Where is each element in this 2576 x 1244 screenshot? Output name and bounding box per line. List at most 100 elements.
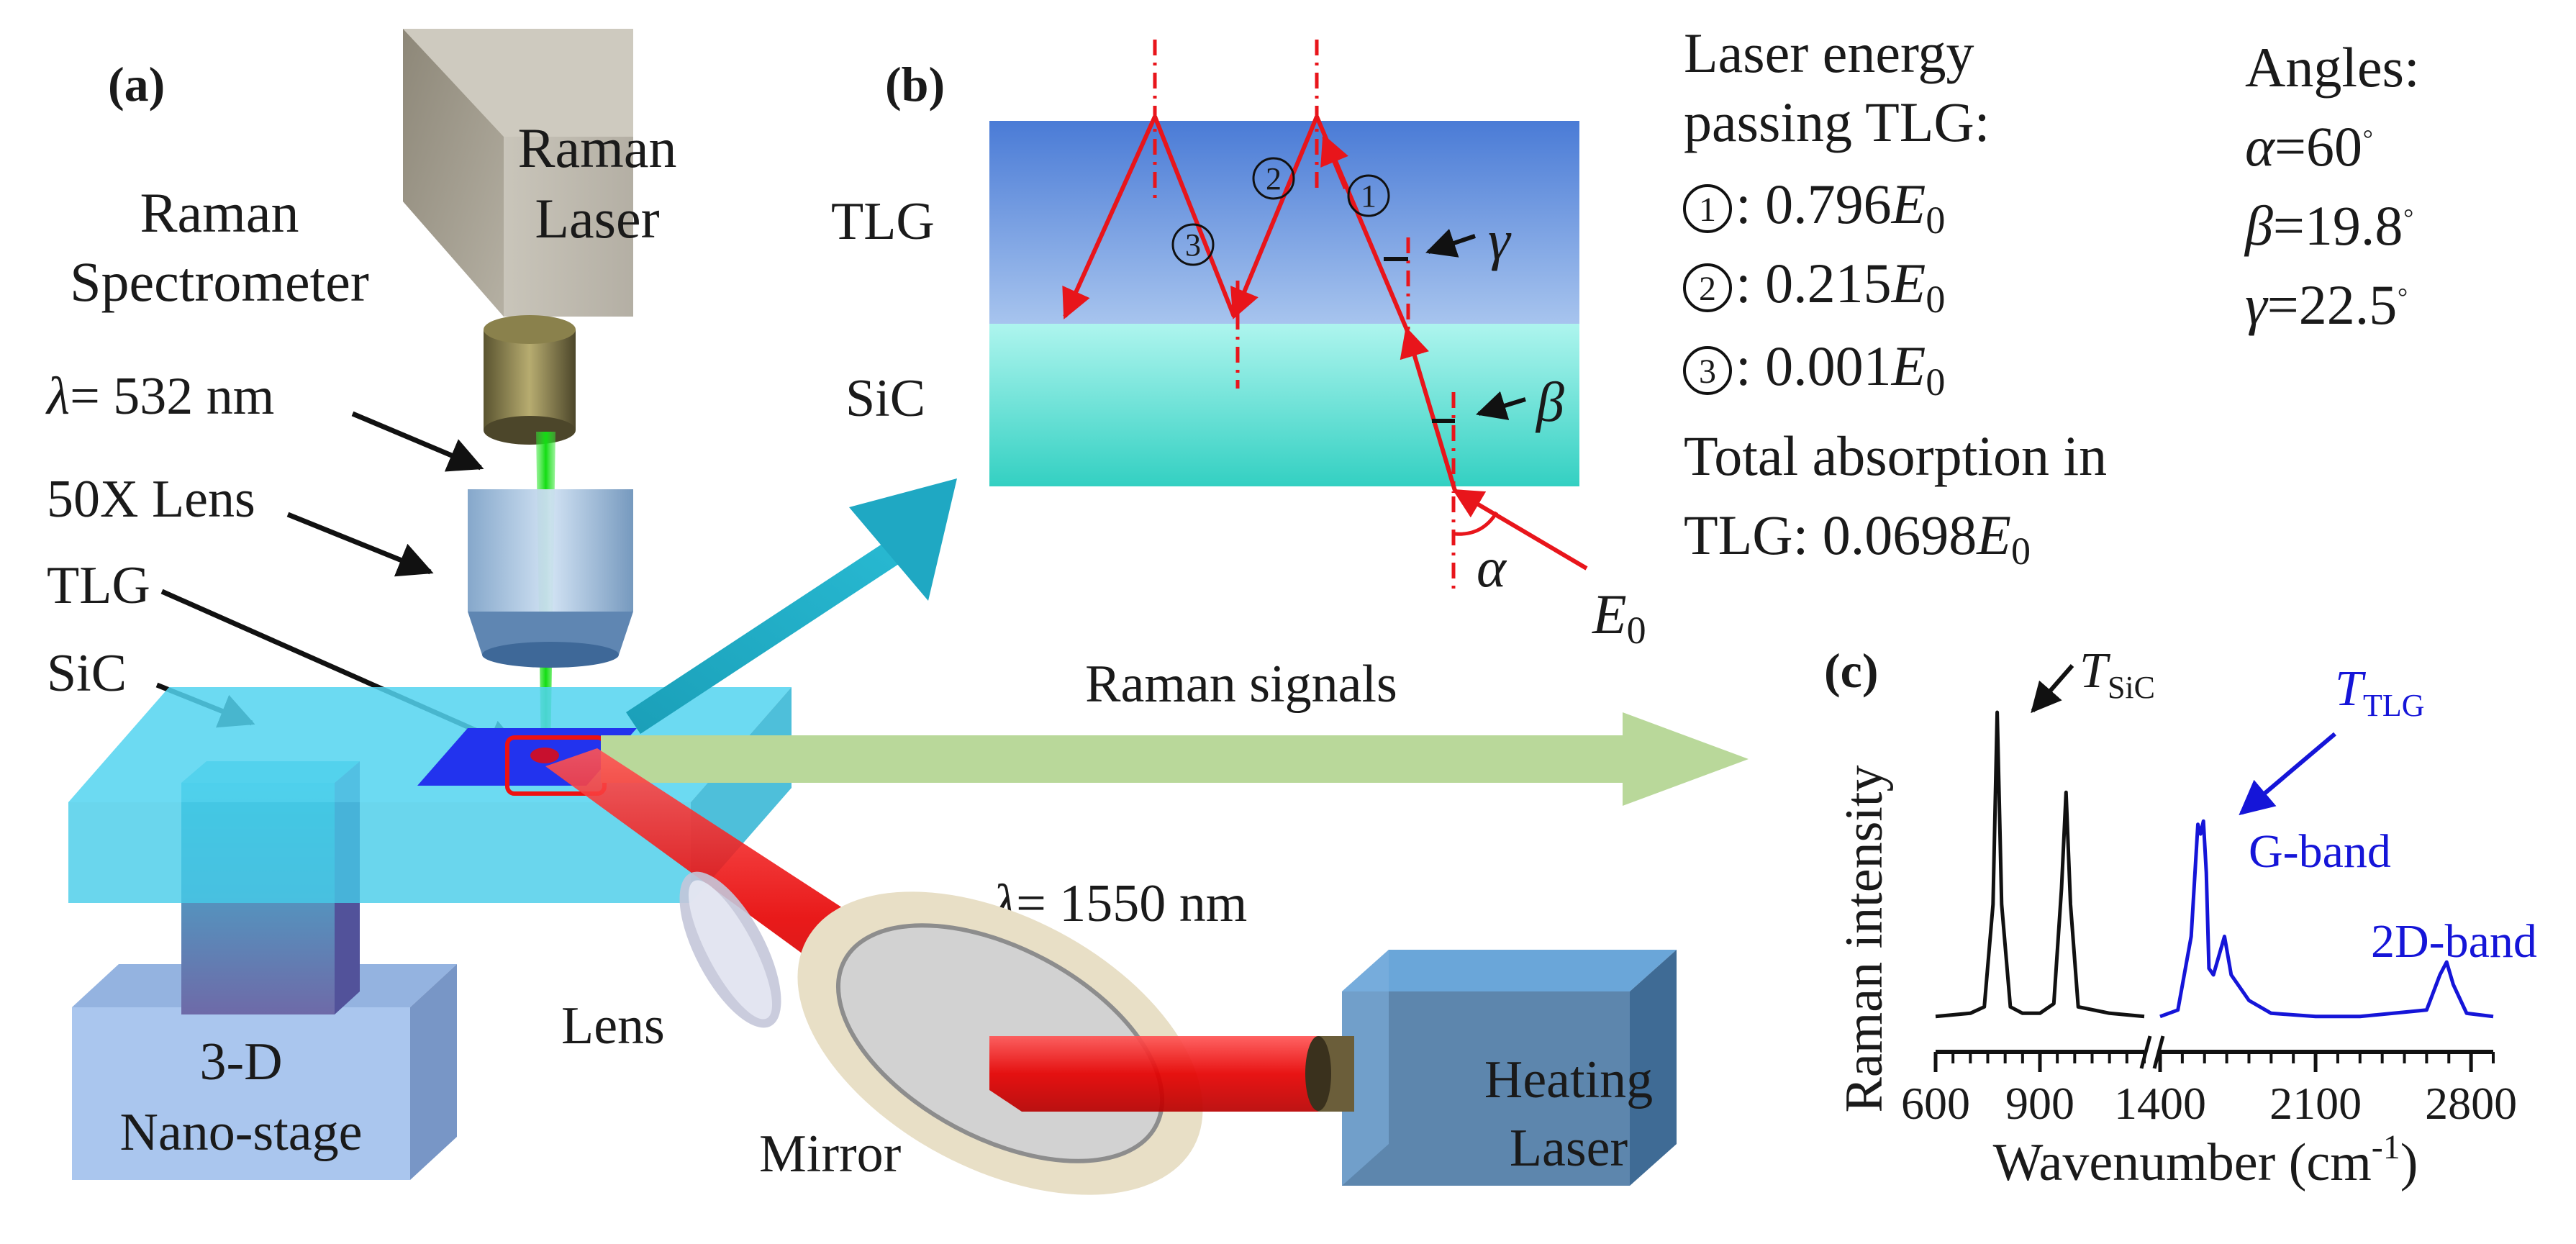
nano-stage-label-1: 3-D — [199, 1032, 282, 1091]
heating-beam-2 — [989, 1036, 1338, 1112]
g-band-label: G-band — [2249, 825, 2391, 878]
heating-laser-aperture — [1305, 1036, 1354, 1112]
raman-laser-label-1: Raman — [518, 117, 677, 179]
lens-50x — [468, 489, 633, 668]
energy-row-1-text: : 0.796E0 — [1736, 173, 1945, 242]
t-tlg-pointer — [2239, 732, 2336, 816]
tlg-layer-label: TLG — [831, 192, 935, 251]
x-tick-label: 2100 — [2269, 1078, 2362, 1129]
ray-sic — [1400, 326, 1457, 491]
lambda-532-value: = 532 nm — [70, 367, 274, 426]
t-sic-pointer — [2031, 664, 2074, 714]
raman-laser-label-2: Laser — [535, 187, 659, 250]
heating-laser-box — [1342, 950, 1677, 1186]
absorption-e: E — [1976, 504, 2011, 566]
x-tick-label: 1400 — [2114, 1078, 2206, 1129]
nano-stage-base — [72, 964, 457, 1180]
raman-spectrometer-label-2: Spectrometer — [70, 250, 369, 313]
ray-1-arrow — [1320, 134, 1348, 190]
t-sic-letter: T — [2080, 643, 2111, 699]
focusing-lens — [679, 871, 781, 1028]
x-axis — [1936, 1035, 2493, 1069]
e0-sub: 0 — [1627, 609, 1646, 652]
e0-letter: E — [1592, 583, 1627, 645]
panel-c: (c) Raman intensity 600 900 1400 2100 2800 W… — [1824, 643, 2537, 1192]
gamma-pointer — [1425, 228, 1476, 258]
e0-label: E0 — [1592, 583, 1646, 652]
2d-band-label: 2D-band — [2371, 915, 2537, 968]
raman-laser-box — [403, 29, 633, 317]
chart-series — [1935, 710, 2494, 1019]
panel-c-label: (c) — [1824, 643, 1878, 698]
angle-alpha: α=60◦ — [2245, 115, 2374, 178]
inset-arrow — [626, 478, 957, 734]
focus-spot — [530, 748, 559, 763]
energy-row-1-number: 1 — [1699, 191, 1716, 229]
lens-50x-label: 50X Lens — [47, 470, 255, 529]
angles-title: Angles: — [2245, 36, 2420, 99]
gamma-label: γ — [1488, 209, 1512, 271]
absorption-sub: 0 — [2011, 530, 2031, 573]
energy-row-1: 1 : 0.796E0 — [1683, 173, 1945, 242]
ray-2 — [1230, 115, 1319, 319]
x-axis-label-close: ) — [2400, 1133, 2418, 1192]
sic-layer-label: SiC — [845, 369, 925, 428]
raman-signals-label: Raman signals — [1085, 655, 1397, 714]
lens-50x-pointer — [286, 512, 434, 577]
raman-spectrometer-label-1: Raman — [140, 181, 299, 244]
beta-label: β — [1535, 371, 1564, 433]
x-axis-tick-labels: 600 900 1400 2100 2800 — [1901, 1052, 2517, 1129]
absorption-line-1: Total absorption in — [1684, 424, 2107, 487]
t-tlg-letter: T — [2335, 661, 2367, 717]
alpha-angle-arc — [1454, 511, 1499, 536]
angles-info: Angles: α=60◦ β=19.8◦ γ=22.5◦ — [2244, 36, 2420, 336]
ray-label-1: 1 — [1361, 178, 1377, 214]
series-line-sic — [1935, 710, 2145, 1019]
heating-laser-label-1: Heating — [1484, 1050, 1653, 1109]
alpha-label: α — [1477, 536, 1507, 599]
absorption-prefix: TLG: 0.0698 — [1684, 504, 1977, 566]
y-axis-label: Raman intensity — [1835, 766, 1894, 1113]
lambda-1550-value: = 1550 nm — [1016, 874, 1247, 933]
x-tick-label: 600 — [1901, 1078, 1970, 1129]
t-tlg-sub: TLG — [2363, 688, 2425, 723]
beta-pointer — [1475, 391, 1526, 420]
lens-label: Lens — [561, 996, 665, 1055]
ray-label-2: 2 — [1266, 161, 1282, 196]
absorption-line-2: TLG: 0.0698E0 — [1684, 504, 2031, 573]
x-tick-label: 2800 — [2425, 1078, 2517, 1129]
series-line-tlg — [2159, 819, 2494, 1019]
mirror-label: Mirror — [759, 1125, 901, 1184]
ray-3-down — [1062, 115, 1157, 319]
objective-housing — [484, 315, 576, 445]
heating-laser-label-2: Laser — [1510, 1119, 1628, 1178]
energy-row-3: 3 : 0.001E0 — [1683, 335, 1945, 404]
energy-info: Laser energy passing TLG: 1 : 0.796E0 2 … — [1683, 22, 2107, 573]
energy-row-3-number: 3 — [1699, 353, 1716, 391]
ray-3-up — [1153, 115, 1236, 318]
t-sic-label: TSiC — [2080, 643, 2155, 705]
sic-layer — [989, 324, 1579, 486]
panel-a-label: (a) — [108, 57, 165, 112]
lambda-532-label: λ= 532 nm — [45, 367, 274, 426]
energy-title-2: passing TLG: — [1684, 91, 1990, 153]
raman-signals-arrow — [601, 712, 1749, 806]
sic-label: SiC — [47, 644, 127, 703]
x-tick-label: 900 — [2005, 1078, 2074, 1129]
ray-label-3: 3 — [1185, 227, 1201, 263]
angle-beta: β=19.8◦ — [2244, 194, 2414, 257]
energy-title-1: Laser energy — [1684, 22, 1974, 84]
energy-row-2-text: : 0.215E0 — [1736, 252, 1945, 321]
energy-row-2: 2 : 0.215E0 — [1683, 252, 1945, 321]
sic-slab — [68, 687, 792, 903]
tlg-label: TLG — [47, 556, 150, 615]
energy-row-2-number: 2 — [1699, 270, 1716, 308]
angle-gamma: γ=22.5◦ — [2245, 273, 2408, 336]
incident-ray — [1452, 489, 1588, 571]
panel-b-label: (b) — [885, 57, 945, 112]
panel-b: (b) TLG SiC — [831, 22, 2420, 652]
ray-number-labels: 2 1 3 — [1171, 157, 1390, 266]
x-axis-label: Wavenumber (cm-1) — [1993, 1128, 2418, 1192]
x-axis-label-main: Wavenumber (cm — [1993, 1133, 2372, 1192]
